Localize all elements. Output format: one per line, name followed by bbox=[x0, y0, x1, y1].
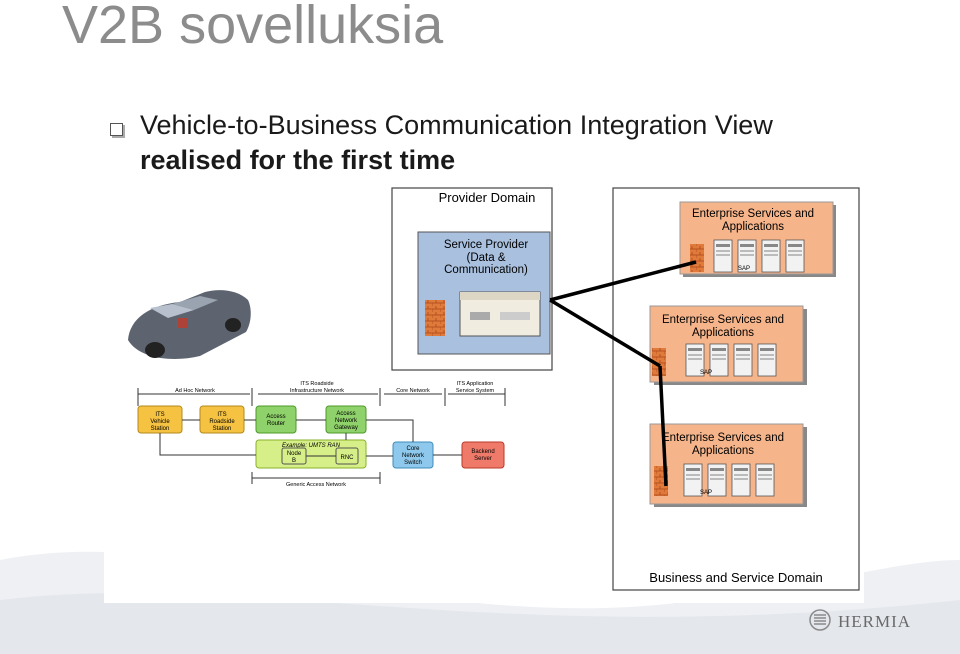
enterprise-3-label-line-1: Enterprise Services and bbox=[662, 432, 784, 444]
label-its-application-1: ITS Application bbox=[457, 381, 494, 387]
sap-badge: SAP bbox=[738, 266, 750, 272]
server-icon bbox=[757, 343, 777, 377]
connection-lines bbox=[549, 260, 697, 487]
label-its-roadside-2: Infrastructure Network bbox=[290, 388, 344, 394]
bullet-box-icon bbox=[110, 123, 123, 136]
svg-text:Network: Network bbox=[402, 453, 425, 459]
enterprise-box-1: Enterprise Services and Applications SAP bbox=[679, 201, 836, 277]
svg-text:ITS: ITS bbox=[155, 412, 164, 418]
sap-badge: SAP bbox=[700, 490, 712, 496]
server-icon bbox=[731, 463, 751, 497]
svg-text:RNC: RNC bbox=[341, 455, 355, 461]
label-its-roadside-1: ITS Roadside bbox=[300, 381, 333, 387]
enterprise-1-label-line-1: Enterprise Services and bbox=[692, 208, 814, 220]
provider-domain: Provider Domain Service Provider (Data &… bbox=[391, 187, 553, 371]
svg-text:Station: Station bbox=[151, 426, 170, 432]
server-icon bbox=[761, 239, 781, 273]
service-provider-line-2: (Data & bbox=[467, 252, 506, 264]
svg-text:Station: Station bbox=[213, 426, 232, 432]
svg-text:ITS: ITS bbox=[217, 412, 226, 418]
svg-text:Core: Core bbox=[406, 446, 420, 452]
label-ad-hoc-network: Ad Hoc Network bbox=[175, 388, 215, 394]
label-its-application-2: Service System bbox=[456, 388, 495, 394]
svg-text:Gateway: Gateway bbox=[334, 425, 358, 431]
firewall-icon bbox=[425, 300, 445, 336]
svg-text:Node: Node bbox=[287, 451, 302, 457]
server-icon bbox=[785, 239, 805, 273]
enterprise-1-label-line-2: Applications bbox=[722, 221, 784, 233]
svg-text:Access: Access bbox=[266, 414, 285, 420]
svg-text:Vehicle: Vehicle bbox=[150, 419, 170, 425]
server-icon bbox=[755, 463, 775, 497]
svg-text:Access: Access bbox=[336, 411, 355, 417]
enterprise-box-3: Enterprise Services and Applications SAP bbox=[649, 423, 807, 507]
server-icon bbox=[733, 343, 753, 377]
sap-badge: SAP bbox=[700, 370, 712, 376]
enterprise-2-label-line-2: Applications bbox=[692, 327, 754, 339]
car-image bbox=[128, 290, 251, 359]
service-provider-line-1: Service Provider bbox=[444, 239, 529, 251]
bullet-text-line-2: realised for the first time bbox=[140, 145, 456, 175]
firewall-icon bbox=[652, 348, 666, 376]
enterprise-2-label-line-1: Enterprise Services and bbox=[662, 314, 784, 326]
enterprise-3-label-line-2: Applications bbox=[692, 445, 754, 457]
svg-text:Switch: Switch bbox=[404, 460, 422, 466]
provider-domain-title: Provider Domain bbox=[439, 190, 536, 205]
svg-text:Network: Network bbox=[335, 418, 358, 424]
bullet-text-line-1: Vehicle-to-Business Communication Integr… bbox=[140, 110, 773, 140]
hermia-logo-icon bbox=[809, 609, 831, 631]
label-generic-access-network: Generic Access Network bbox=[286, 482, 346, 488]
firewall-icon bbox=[690, 244, 704, 272]
hermia-brand-text: HERMIA bbox=[838, 612, 912, 631]
svg-text:Backend: Backend bbox=[471, 449, 494, 455]
label-core-network: Core Network bbox=[396, 388, 430, 394]
server-icon bbox=[709, 343, 729, 377]
business-domain: Business and Service Domain Enterprise S… bbox=[612, 187, 860, 591]
svg-text:B: B bbox=[292, 458, 296, 464]
business-domain-title: Business and Service Domain bbox=[649, 570, 822, 585]
server-icon bbox=[713, 239, 733, 273]
enterprise-box-2: Enterprise Services and Applications SAP bbox=[649, 305, 807, 385]
svg-text:Roadside: Roadside bbox=[209, 419, 235, 425]
slide-title: V2B sovelluksia bbox=[62, 0, 444, 55]
svg-text:Router: Router bbox=[267, 421, 285, 427]
server-rack-icon bbox=[459, 291, 541, 337]
svg-text:Server: Server bbox=[474, 456, 492, 462]
network-diagram: Ad Hoc Network ITS Roadside Infrastructu… bbox=[137, 381, 506, 488]
service-provider-line-3: Communication) bbox=[444, 264, 528, 276]
backend-server-box bbox=[461, 441, 505, 469]
svg-text:Example: UMTS RAN: Example: UMTS RAN bbox=[282, 443, 341, 449]
